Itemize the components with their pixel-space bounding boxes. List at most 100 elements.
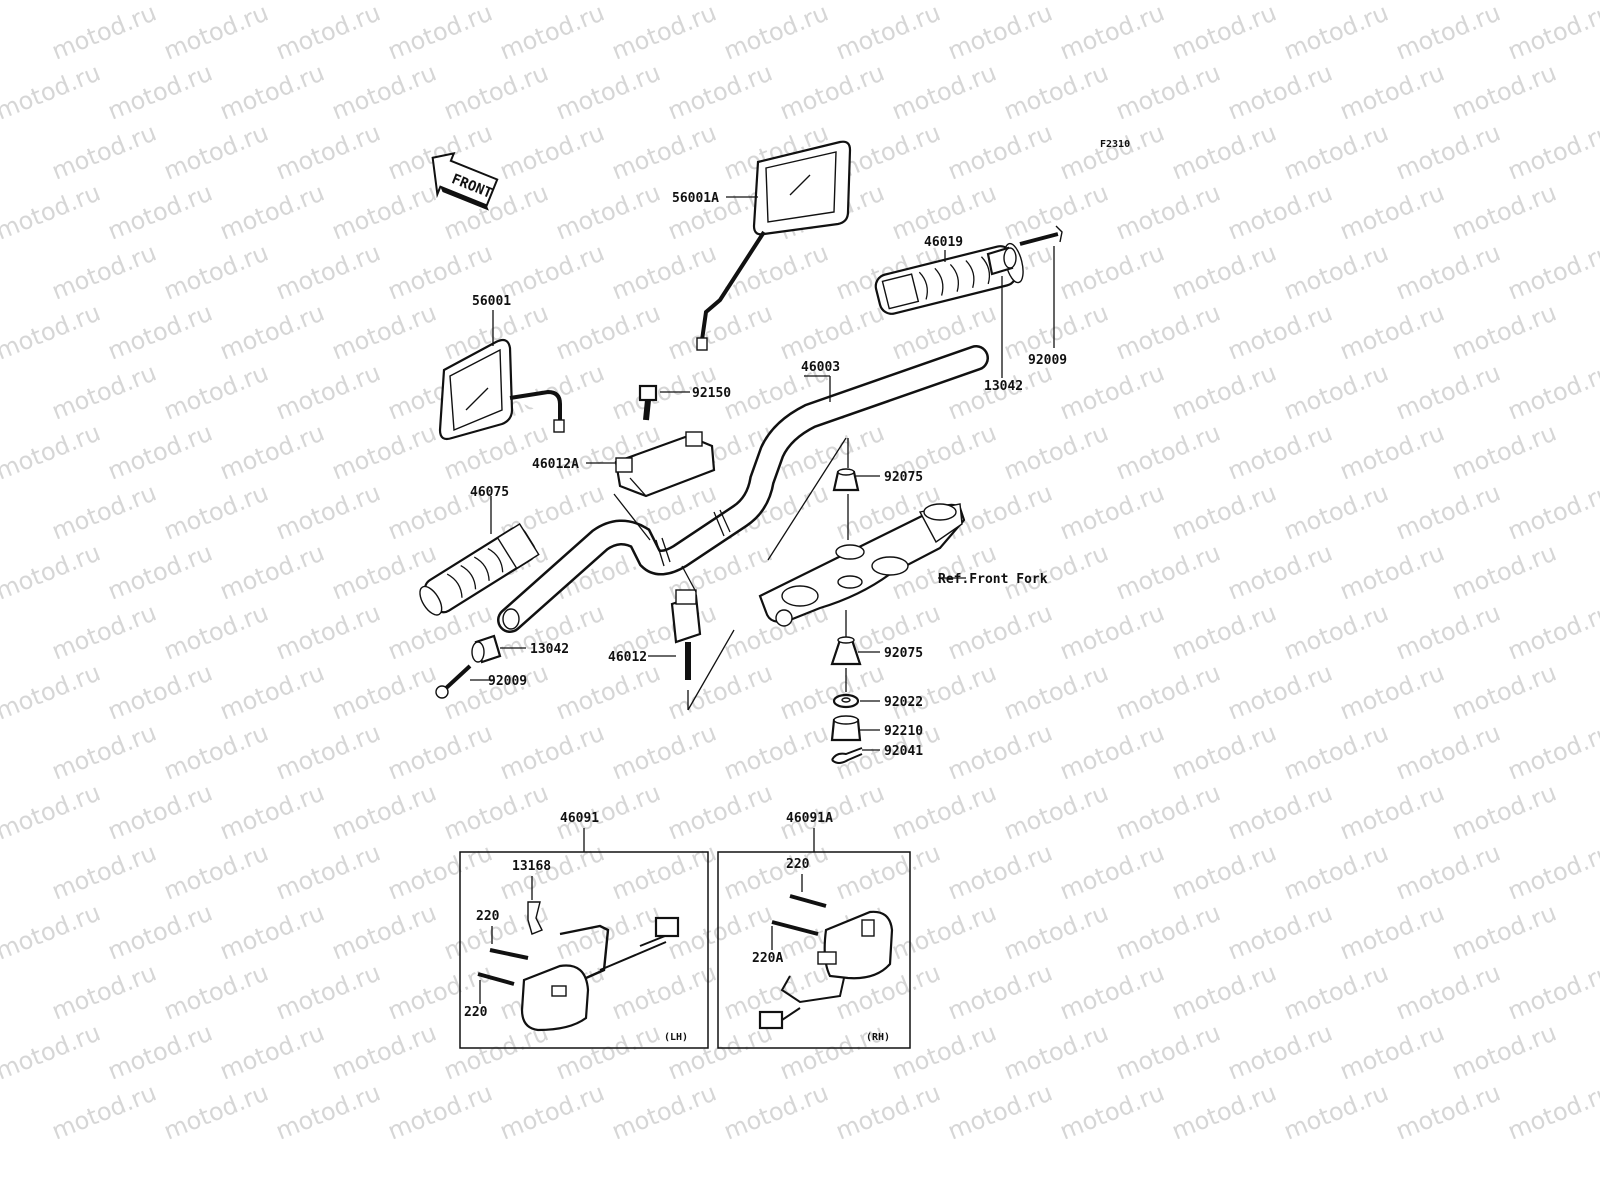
watermark-text: motod.ru [48,118,161,185]
watermark-text: motod.ru [664,58,777,125]
watermark-text: motod.ru [1504,478,1600,545]
watermark-text: motod.ru [216,178,329,245]
watermark-text: motod.ru [776,58,889,125]
watermark-text: motod.ru [944,598,1057,665]
watermark-text: motod.ru [216,778,329,845]
watermark-text: motod.ru [496,118,609,185]
watermark-text: motod.ru [1448,178,1561,245]
watermark-text: motod.ru [440,778,553,845]
watermark-text: motod.ru [1336,178,1449,245]
watermark-text: motod.ru [1336,778,1449,845]
callout-bolt-holder: 92150 [692,386,731,401]
watermark-text: motod.ru [160,1078,273,1145]
watermark-text: motod.ru [1280,358,1393,425]
watermark-text: motod.ru [1168,478,1281,545]
callout-damper-lower: 92075 [884,646,923,661]
watermark-text: motod.ru [328,298,441,365]
watermark-text: motod.ru [104,298,217,365]
watermark-text: motod.ru [216,418,329,485]
watermark-text: motod.ru [48,958,161,1025]
watermark-text: motod.ru [272,358,385,425]
watermark-text: motod.ru [104,178,217,245]
watermark-text: motod.ru [1280,838,1393,905]
watermark-text: motod.ru [1504,238,1600,305]
watermark-text: motod.ru [720,838,833,905]
watermark-text: motod.ru [0,58,104,125]
watermark-text: motod.ru [1504,838,1600,905]
watermark-text: motod.ru [552,298,665,365]
watermark-text: motod.ru [1224,658,1337,725]
watermark-text: motod.ru [944,1078,1057,1145]
callout-bar-end-right: 13042 [984,379,1023,394]
watermark-text: motod.ru [1504,1078,1600,1145]
watermark-text: motod.ru [272,118,385,185]
watermark-text: motod.ru [1168,958,1281,1025]
watermark-text: motod.ru [1056,0,1169,66]
bar-end-left [471,634,502,664]
front-arrow-icon: FRONT [431,152,499,211]
panel-tag-rh: (RH) [866,1032,890,1043]
watermark-text: motod.ru [1504,358,1600,425]
watermark-text: motod.ru [776,298,889,365]
holder-lower [670,589,702,680]
watermark-text: motod.ru [1448,58,1561,125]
watermark-text: motod.ru [216,658,329,725]
watermark-text: motod.ru [776,1018,889,1085]
watermark-text: motod.ru [1224,178,1337,245]
watermark-text: motod.ru [496,1078,609,1145]
watermark-text: motod.ru [1392,358,1505,425]
callout-handlebar: 46003 [801,360,840,375]
watermark-text: motod.ru [1448,538,1561,605]
watermark-text: motod.ru [160,838,273,905]
callout-switch-rh: 46091A [786,811,833,826]
watermark-text: motod.ru [216,538,329,605]
watermark-text: motod.ru [608,1078,721,1145]
watermark-text: motod.ru [0,898,104,965]
damper-upper [832,468,860,492]
callout-damper-upper: 92075 [884,470,923,485]
watermark-text: motod.ru [552,1018,665,1085]
watermark-text: motod.ru [1000,778,1113,845]
watermark-text: motod.ru [776,658,889,725]
watermark-text: motod.ru [1504,598,1600,665]
watermark-text: motod.ru [1392,598,1505,665]
watermark-text: motod.ru [1336,298,1449,365]
bolt-holder [638,384,658,421]
watermark-text: motod.ru [888,658,1001,725]
watermark-text: motod.ru [1336,538,1449,605]
watermark-text: motod.ru [384,838,497,905]
watermark-text: motod.ru [1056,478,1169,545]
watermark-text: motod.ru [608,958,721,1025]
callout-mirror-left: 56001 [472,294,511,309]
watermark-text: motod.ru [944,838,1057,905]
watermark-text: motod.ru [1000,58,1113,125]
watermark-text: motod.ru [1224,418,1337,485]
watermark-text: motod.ru [384,718,497,785]
watermark-text: motod.ru [160,0,273,66]
panel-tag-lh: (LH) [664,1032,688,1043]
figure-code: F2310 [1100,139,1130,150]
watermark-text: motod.ru [1056,838,1169,905]
watermark-text: motod.ru [328,418,441,485]
watermark-text: motod.ru [496,238,609,305]
watermark-text: motod.ru [1224,778,1337,845]
callout-washer: 92022 [884,695,923,710]
watermark-text: motod.ru [48,1078,161,1145]
watermark-text: motod.ru [1224,1018,1337,1085]
watermark-text: motod.ru [888,58,1001,125]
watermark-text: motod.ru [160,718,273,785]
watermark-text: motod.ru [1168,0,1281,66]
watermark-text: motod.ru [0,778,104,845]
watermark-text: motod.ru [608,0,721,66]
watermark-text: motod.ru [720,0,833,66]
watermark-text: motod.ru [160,118,273,185]
callout-holder-upper: 46012A [532,457,579,472]
watermark-text: motod.ru [1280,1078,1393,1145]
watermark-text: motod.ru [1448,778,1561,845]
watermark-text: motod.ru [0,1018,104,1085]
callout-bar-end-left: 13042 [530,642,569,657]
watermark-text: motod.ru [1112,898,1225,965]
watermark-text: motod.ru [944,718,1057,785]
watermark-text: motod.ru [1280,238,1393,305]
